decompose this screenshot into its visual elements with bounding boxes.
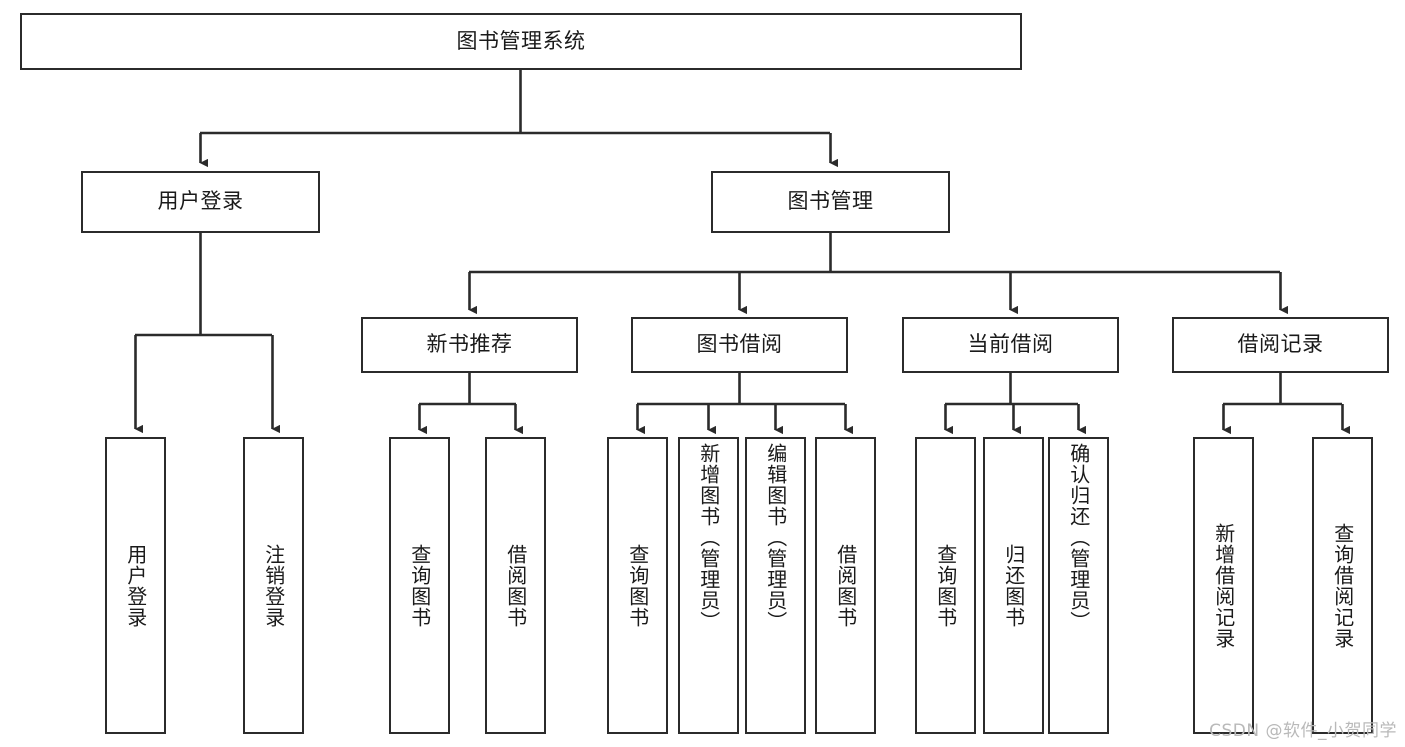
- connector-group-current-borrow: [944, 373, 1087, 435]
- node-leaf-add-book-admin[interactable]: 新增图书（管理员）: [678, 437, 739, 734]
- node-leaf-user-login[interactable]: 用户登录: [105, 437, 166, 734]
- node-leaf-user-logout-label: 注销登录: [261, 543, 286, 628]
- node-leaf-query-borrow-record-label: 查询借阅记录: [1330, 522, 1355, 649]
- node-leaf-add-book-admin-label: 新增图书（管理员）: [696, 443, 721, 632]
- node-leaf-query-book-borrow[interactable]: 查询图书: [607, 437, 668, 734]
- node-leaf-query-borrow-record[interactable]: 查询借阅记录: [1312, 437, 1373, 734]
- node-leaf-borrow-book-label: 借阅图书: [833, 543, 858, 628]
- connector-group-book-manage: [468, 233, 1289, 315]
- node-leaf-return-book[interactable]: 归还图书: [983, 437, 1044, 734]
- node-leaf-add-borrow-record[interactable]: 新增借阅记录: [1193, 437, 1254, 734]
- node-leaf-borrow-book-recommend[interactable]: 借阅图书: [485, 437, 546, 734]
- node-book-manage[interactable]: 图书管理: [711, 171, 950, 233]
- node-book-manage-label: 图书管理: [787, 189, 874, 214]
- node-new-book-recommend-label: 新书推荐: [426, 332, 513, 357]
- node-leaf-return-book-label: 归还图书: [1001, 543, 1026, 628]
- node-leaf-query-book-recommend-label: 查询图书: [407, 543, 432, 628]
- node-leaf-borrow-book[interactable]: 借阅图书: [815, 437, 876, 734]
- node-leaf-query-book-recommend[interactable]: 查询图书: [389, 437, 450, 734]
- connector-group-user-login: [134, 233, 281, 434]
- node-leaf-add-borrow-record-label: 新增借阅记录: [1211, 522, 1236, 649]
- node-current-borrow-label: 当前借阅: [967, 332, 1054, 357]
- node-leaf-confirm-return-admin[interactable]: 确认归还（管理员）: [1048, 437, 1109, 734]
- node-borrow-record[interactable]: 借阅记录: [1172, 317, 1389, 373]
- node-leaf-user-logout[interactable]: 注销登录: [243, 437, 304, 734]
- node-leaf-query-book-borrow-label: 查询图书: [625, 543, 650, 628]
- node-book-borrow-label: 图书借阅: [696, 332, 783, 357]
- connector-group-root: [199, 70, 839, 168]
- node-leaf-confirm-return-admin-label: 确认归还（管理员）: [1066, 443, 1091, 632]
- node-borrow-record-label: 借阅记录: [1237, 332, 1324, 357]
- node-leaf-query-book-current[interactable]: 查询图书: [915, 437, 976, 734]
- connector-group-borrow-record: [1222, 373, 1351, 435]
- node-root-label: 图书管理系统: [456, 28, 586, 53]
- node-leaf-user-login-label: 用户登录: [123, 543, 148, 628]
- connector-group-new-book-recommend: [418, 373, 524, 435]
- node-leaf-edit-book-admin[interactable]: 编辑图书（管理员）: [745, 437, 806, 734]
- node-leaf-borrow-book-recommend-label: 借阅图书: [503, 543, 528, 628]
- node-leaf-edit-book-admin-label: 编辑图书（管理员）: [763, 443, 788, 632]
- node-user-login-label: 用户登录: [157, 189, 244, 214]
- node-leaf-query-book-current-label: 查询图书: [933, 543, 958, 628]
- connector-group-book-borrow: [636, 373, 854, 435]
- node-book-borrow[interactable]: 图书借阅: [631, 317, 848, 373]
- node-current-borrow[interactable]: 当前借阅: [902, 317, 1119, 373]
- node-new-book-recommend[interactable]: 新书推荐: [361, 317, 578, 373]
- node-root-system[interactable]: 图书管理系统: [20, 13, 1022, 70]
- node-user-login[interactable]: 用户登录: [81, 171, 320, 233]
